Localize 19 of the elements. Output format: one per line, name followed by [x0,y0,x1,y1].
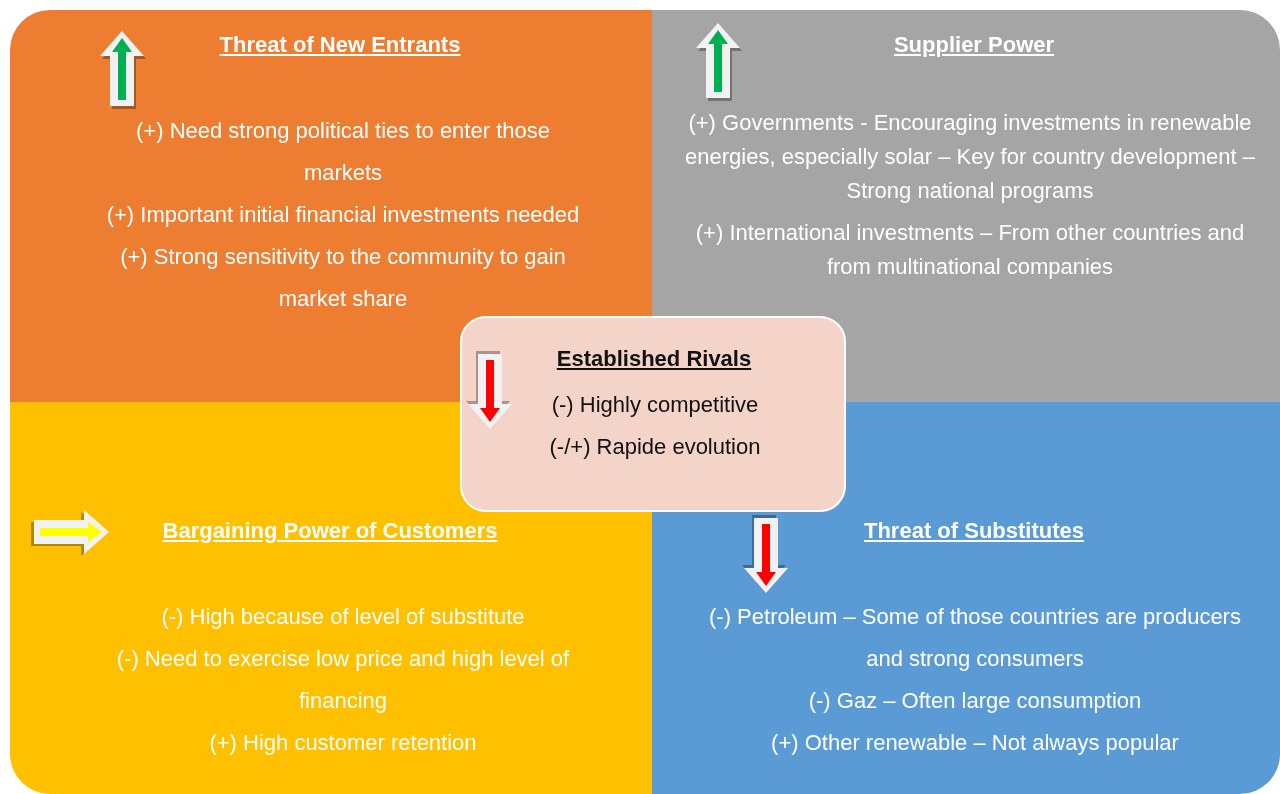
bullet-text: (+) Other renewable – Not always popular [770,729,1180,757]
bullet-text: (+) Need strong political ties to enter those markets [135,117,551,187]
panel-heading: Bargaining Power of Customers [161,518,499,544]
bullet-text: (+) Important initial financial investments needed [105,201,581,229]
bullet-text: (+) Strong sensitivity to the community to gain market share [119,243,567,313]
panel-heading: Supplier Power [892,32,1056,58]
bullet-text: (-) Highly competitive [550,391,760,419]
bullet-text: (+) Governments - Encouraging investments in renewable energies, especially solar – Key for country development – Strong national programs [684,109,1256,205]
panel-heading: Threat of New Entrants [218,32,462,58]
bullet-text: (-) Petroleum – Some of those countries are producers and strong consumers [708,603,1242,673]
panel-heading: Threat of Substitutes [863,518,1085,544]
bullet-text: (+) High customer retention [208,729,478,757]
bullet-text: (-) High because of level of substitute [160,603,526,631]
panel-heading: Established Rivals [555,346,753,372]
bullet-text: (-/+) Rapide evolution [548,433,762,461]
bullet-text: (+) International investments – From other countries and from multinational companies [694,219,1246,281]
bullet-text: (-) Need to exercise low price and high level of financing [115,645,571,715]
center-box [460,316,846,512]
bullet-text: (-) Gaz – Often large consumption [807,687,1143,715]
